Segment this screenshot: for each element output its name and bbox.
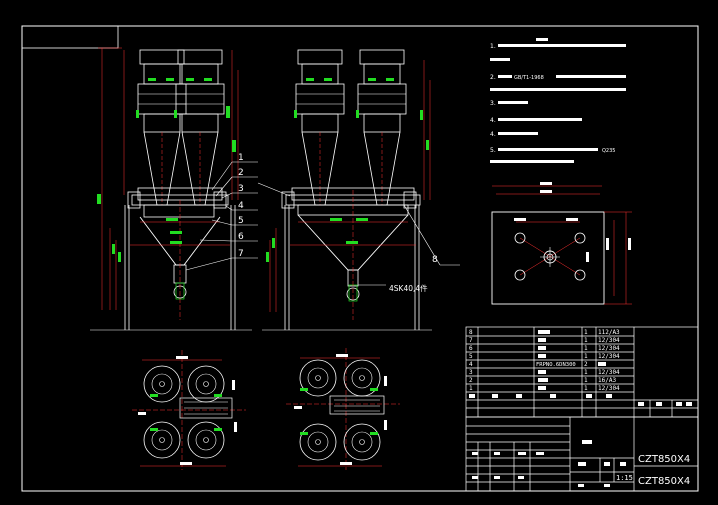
callout-8: 8 — [432, 255, 438, 265]
bom-cell-ref: 12/304 — [598, 345, 620, 352]
bom-rows: 8 1 112/A3 7 1 12/304 6 1 12/304 5 1 12/… — [469, 329, 692, 406]
bom-cell-ref: 112/A3 — [598, 329, 620, 336]
model-number-bottom: CZT850X4 — [638, 476, 690, 487]
bom-cell-no: 8 — [469, 329, 473, 336]
model-number-top: CZT850X4 — [638, 454, 690, 465]
top-view-right — [286, 348, 400, 470]
title-block — [465, 416, 699, 492]
bom-cell-no: 6 — [469, 345, 473, 352]
bom-cell-ref: 12/304 — [598, 353, 620, 360]
note-5-number: 5. — [490, 147, 496, 154]
note-4b-number: 4. — [490, 131, 496, 138]
top-view-left — [132, 350, 246, 470]
note-2-number: 2. — [490, 74, 496, 81]
note-4-number: 4. — [490, 117, 496, 124]
bom-row: 1 1 12/304 — [469, 385, 620, 392]
bom-row: 2 1 16/A3 — [469, 377, 616, 384]
bom-cell-no: 4 — [469, 361, 473, 368]
bom-cell-no: 1 — [469, 385, 473, 392]
callout-3: 3 — [238, 184, 244, 194]
bom-cell-no: 3 — [469, 369, 473, 376]
callout-4: 4 — [238, 201, 244, 211]
bom-cell-ref: 12/304 — [598, 385, 620, 392]
callout-2: 2 — [238, 168, 244, 178]
bom-cell-name: FRPNO.6DN300 — [536, 362, 576, 368]
callout-1: 1 — [238, 153, 244, 163]
bom-cell-qty: 1 — [584, 353, 588, 360]
technical-notes: 1. 2. GB/T1-1968 3. 4. 4. 5. Q235 — [490, 38, 626, 163]
callout-5: 5 — [238, 216, 244, 226]
bom-cell-no: 7 — [469, 337, 473, 344]
note-5-material: Q235 — [602, 148, 615, 154]
annotation-4sk: 4SK40,4件 — [389, 283, 428, 293]
callout-6: 6 — [238, 232, 244, 242]
bom-cell-ref: 12/304 — [598, 337, 620, 344]
left-front-view — [90, 47, 252, 331]
bom-cell-no: 2 — [469, 377, 473, 384]
bom-row: 7 1 12/304 — [469, 337, 620, 344]
bom-cell-qty: 1 — [584, 369, 588, 376]
bom-cell-qty: 1 — [584, 329, 588, 336]
bom-row: 6 1 12/304 — [469, 345, 620, 352]
right-front-view — [257, 49, 460, 331]
title-block-text: 1:15 CZT850X4 CZT850X4 — [472, 440, 690, 487]
bom-cell-no: 5 — [469, 353, 473, 360]
bom-cell-qty: 1 — [584, 337, 588, 344]
base-plan-view — [491, 182, 632, 305]
note-2-std: GB/T1-1968 — [514, 75, 544, 81]
drawing-scale: 1:15 — [616, 474, 633, 482]
bom-table — [465, 326, 699, 418]
sheet-frame — [21, 25, 699, 492]
bom-cell-ref: 16/A3 — [598, 377, 616, 384]
bom-cell-qty: 1 — [584, 345, 588, 352]
callout-7: 7 — [238, 249, 244, 259]
bom-cell-qty: 2 — [584, 361, 588, 368]
note-1-number: 1. — [490, 43, 496, 50]
bom-row: 4 FRPNO.6DN300 2 — [469, 361, 606, 368]
bom-cell-qty: 1 — [584, 385, 588, 392]
sheet-corner-box — [21, 25, 119, 49]
bom-row: 8 1 112/A3 — [469, 329, 620, 336]
bom-cell-qty: 1 — [584, 377, 588, 384]
bom-cell-ref: 12/304 — [598, 369, 620, 376]
callout-numbers-left: 1 2 3 4 5 6 7 — [238, 153, 244, 259]
note-3-number: 3. — [490, 100, 496, 107]
bom-row: 3 1 12/304 — [469, 369, 620, 376]
callouts-left — [185, 161, 258, 271]
bom-row: 5 1 12/304 — [469, 353, 620, 360]
